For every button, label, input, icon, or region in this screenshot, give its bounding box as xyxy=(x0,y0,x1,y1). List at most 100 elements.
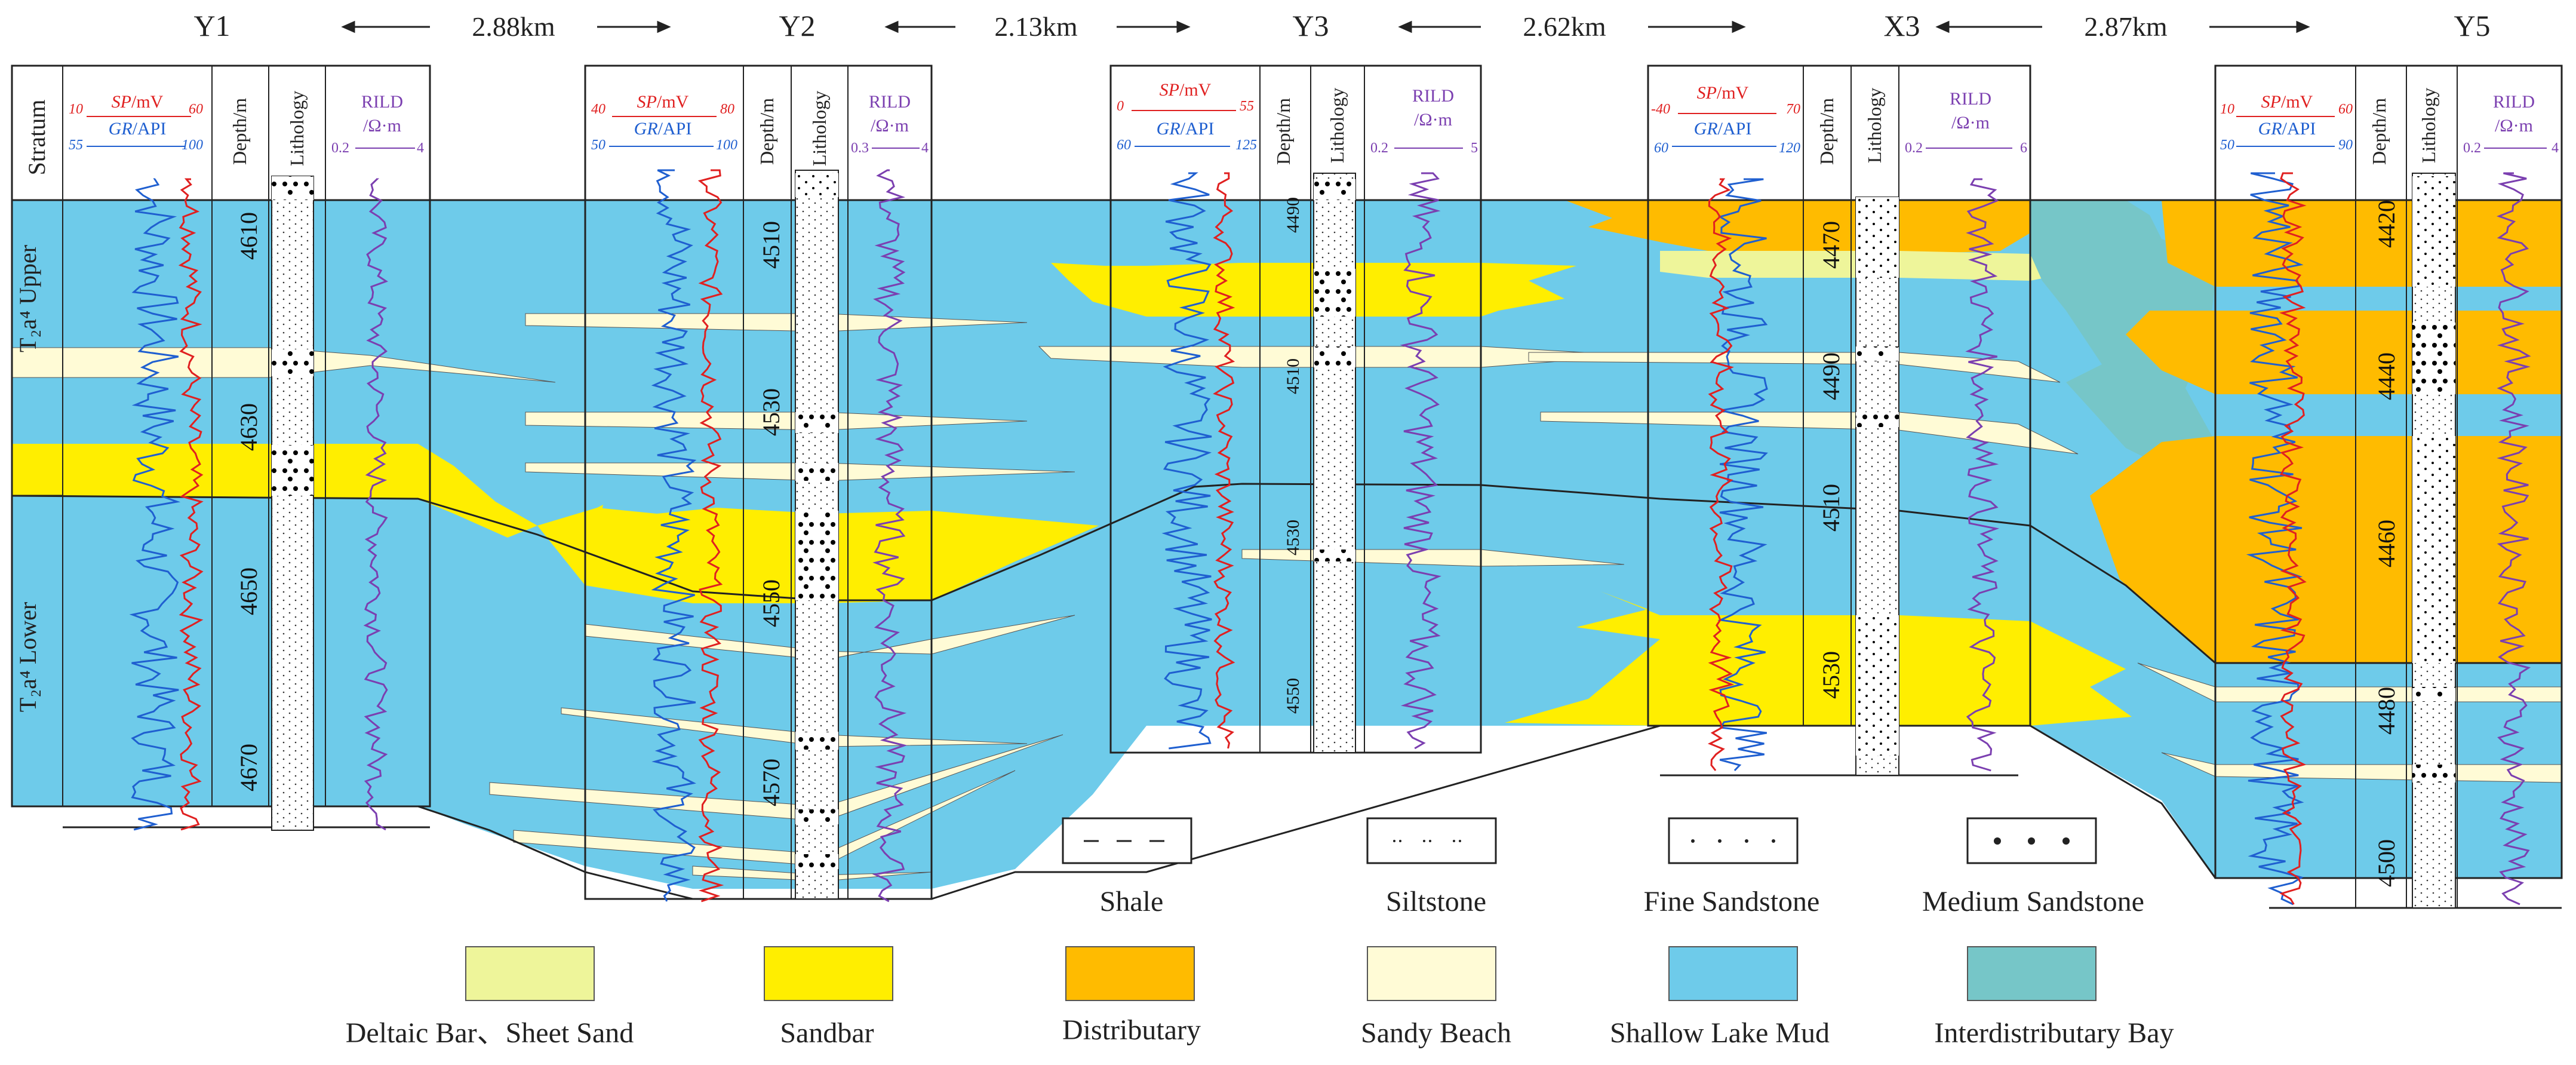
distance-y1-y2: 2.88km xyxy=(472,11,555,42)
svg-text:0.3: 0.3 xyxy=(851,140,869,156)
svg-text:GR/API: GR/API xyxy=(1694,119,1752,139)
legend-sandy-beach-swatch xyxy=(1367,946,1496,1001)
svg-text:4490: 4490 xyxy=(1818,352,1845,400)
svg-text:40: 40 xyxy=(591,102,605,117)
svg-text:/Ω·m: /Ω·m xyxy=(1414,110,1452,130)
svg-text:RILD: RILD xyxy=(1412,86,1454,106)
well-panel-y5: SP/mV 10 60 GR/API 50 90 Depth/m Litholo… xyxy=(2214,65,2563,909)
svg-text:-40: -40 xyxy=(1651,102,1670,117)
svg-text:4420: 4420 xyxy=(2373,200,2400,248)
legend-shale-label: Shale xyxy=(1100,886,1164,917)
sp-curve-4 xyxy=(2279,172,2307,905)
rild-curve-2 xyxy=(1400,172,1441,750)
svg-text:4510: 4510 xyxy=(758,221,785,269)
svg-text:Lithology: Lithology xyxy=(2418,88,2439,163)
svg-text:SP/mV: SP/mV xyxy=(1697,83,1749,103)
svg-text:RILD: RILD xyxy=(361,92,403,112)
gr-curve-4 xyxy=(2246,172,2304,906)
svg-text:55: 55 xyxy=(1240,99,1254,114)
svg-text:60: 60 xyxy=(1117,137,1131,153)
svg-text:125: 125 xyxy=(1235,137,1257,153)
distance-labels: 2.88km 2.13km 2.62km 2.87km xyxy=(472,11,2168,42)
svg-text:10: 10 xyxy=(2220,102,2234,117)
svg-text:4480: 4480 xyxy=(2373,687,2400,735)
svg-text:Depth/m: Depth/m xyxy=(2368,98,2390,165)
svg-text:4510: 4510 xyxy=(1818,484,1845,532)
well-panel-x3: SP/mV -40 70 GR/API 60 120 Depth/m Litho… xyxy=(1647,65,2031,777)
svg-text:0.2: 0.2 xyxy=(1370,140,1388,156)
rild-curve-1 xyxy=(872,169,908,903)
stratum-lower: T₂a⁴ Lower xyxy=(14,602,41,712)
legend-distributary-swatch xyxy=(1065,946,1195,1001)
svg-text:4: 4 xyxy=(2552,140,2559,156)
svg-text:5: 5 xyxy=(1471,140,1478,156)
rild-curve-3 xyxy=(1965,178,2000,772)
svg-text:60: 60 xyxy=(1654,140,1668,156)
svg-text:SP/mV: SP/mV xyxy=(1160,80,1212,100)
svg-text:RILD: RILD xyxy=(1950,89,1991,109)
svg-text:4530: 4530 xyxy=(1283,520,1303,555)
svg-text:80: 80 xyxy=(720,102,734,117)
well-panel-y1: Stratum T₂a⁴ Upper T₂a⁴ Lower SP/mV 10 6… xyxy=(11,65,431,831)
svg-text:/Ω·m: /Ω·m xyxy=(1951,113,1990,133)
legend-siltstone-label: Siltstone xyxy=(1386,886,1486,917)
legend-fine-sandstone-label: Fine Sandstone xyxy=(1644,886,1820,917)
svg-text:Depth/m: Depth/m xyxy=(229,98,250,165)
svg-text:10: 10 xyxy=(69,102,83,117)
svg-text:4650: 4650 xyxy=(235,567,262,615)
svg-text:Depth/m: Depth/m xyxy=(1272,98,1294,165)
legend-shallow-lake-mud-swatch xyxy=(1668,946,1798,1001)
legend-interdistributary-bay-swatch xyxy=(1967,946,2097,1001)
svg-text:0.2: 0.2 xyxy=(1905,140,1923,156)
svg-text:SP/mV: SP/mV xyxy=(112,92,164,112)
well-panel-y2: SP/mV 40 80 GR/API 50 100 Depth/m Lithol… xyxy=(584,65,933,900)
svg-text:4570: 4570 xyxy=(758,759,785,806)
rild-curve-0 xyxy=(363,178,389,831)
distance-y3-x3: 2.62km xyxy=(1523,11,1606,42)
svg-text:4530: 4530 xyxy=(1818,651,1845,699)
legend-sandbar-label: Sandbar xyxy=(780,1017,874,1049)
svg-text:120: 120 xyxy=(1779,140,1800,156)
svg-text:4470: 4470 xyxy=(1818,221,1845,269)
legend-distributary-label: Distributary xyxy=(1062,1014,1201,1046)
legend-deltaic-bar-label: Deltaic Bar、Sheet Sand xyxy=(346,1017,634,1049)
svg-text:4550: 4550 xyxy=(758,579,785,627)
gr-curve-3 xyxy=(1717,178,1768,772)
svg-text:SP/mV: SP/mV xyxy=(637,92,689,112)
svg-text:Depth/m: Depth/m xyxy=(1816,98,1837,165)
well-name-y2: Y2 xyxy=(779,9,815,42)
legend-deltaic-bar-swatch xyxy=(465,946,595,1001)
svg-text:4610: 4610 xyxy=(235,212,262,260)
svg-text:0: 0 xyxy=(1117,99,1124,114)
gr-curve-1 xyxy=(651,169,697,902)
legend-fine-sandstone-swatch xyxy=(1668,817,1799,864)
svg-text:SP/mV: SP/mV xyxy=(2261,92,2313,112)
svg-text:90: 90 xyxy=(2338,137,2353,153)
svg-text:4510: 4510 xyxy=(1283,358,1303,394)
svg-text:Depth/m: Depth/m xyxy=(756,98,777,165)
distance-x3-y5: 2.87km xyxy=(2084,11,2168,42)
well-name-x3: X3 xyxy=(1883,9,1920,42)
svg-text:GR/API: GR/API xyxy=(109,119,167,139)
svg-text:GR/API: GR/API xyxy=(2258,119,2316,139)
well-name-y3: Y3 xyxy=(1292,9,1329,42)
facies-legend: Deltaic Bar、Sheet Sand Sandbar Distribut… xyxy=(346,946,2174,1049)
gr-curve-0 xyxy=(129,178,181,831)
legend-sandy-beach-label: Sandy Beach xyxy=(1361,1017,1511,1049)
sp-curve-0 xyxy=(178,178,204,831)
legend-shallow-lake-mud-label: Shallow Lake Mud xyxy=(1610,1017,1830,1049)
svg-text:Lithology: Lithology xyxy=(286,91,308,166)
svg-text:0.2: 0.2 xyxy=(331,140,349,156)
svg-text:4440: 4440 xyxy=(2373,352,2400,400)
svg-text:GR/API: GR/API xyxy=(1157,119,1215,139)
lithology-legend: Shale Siltstone Fine Sandstone Medium Sa… xyxy=(1062,817,2144,917)
svg-text:60: 60 xyxy=(2338,102,2353,117)
svg-text:Lithology: Lithology xyxy=(1864,88,1885,163)
svg-text:RILD: RILD xyxy=(2493,92,2535,112)
gr-curve-2 xyxy=(1161,172,1212,750)
svg-text:6: 6 xyxy=(2020,140,2027,156)
svg-text:/Ω·m: /Ω·m xyxy=(871,116,909,136)
svg-text:50: 50 xyxy=(591,137,605,153)
stratum-upper: T₂a⁴ Upper xyxy=(14,245,41,352)
svg-text:/Ω·m: /Ω·m xyxy=(2495,116,2533,136)
